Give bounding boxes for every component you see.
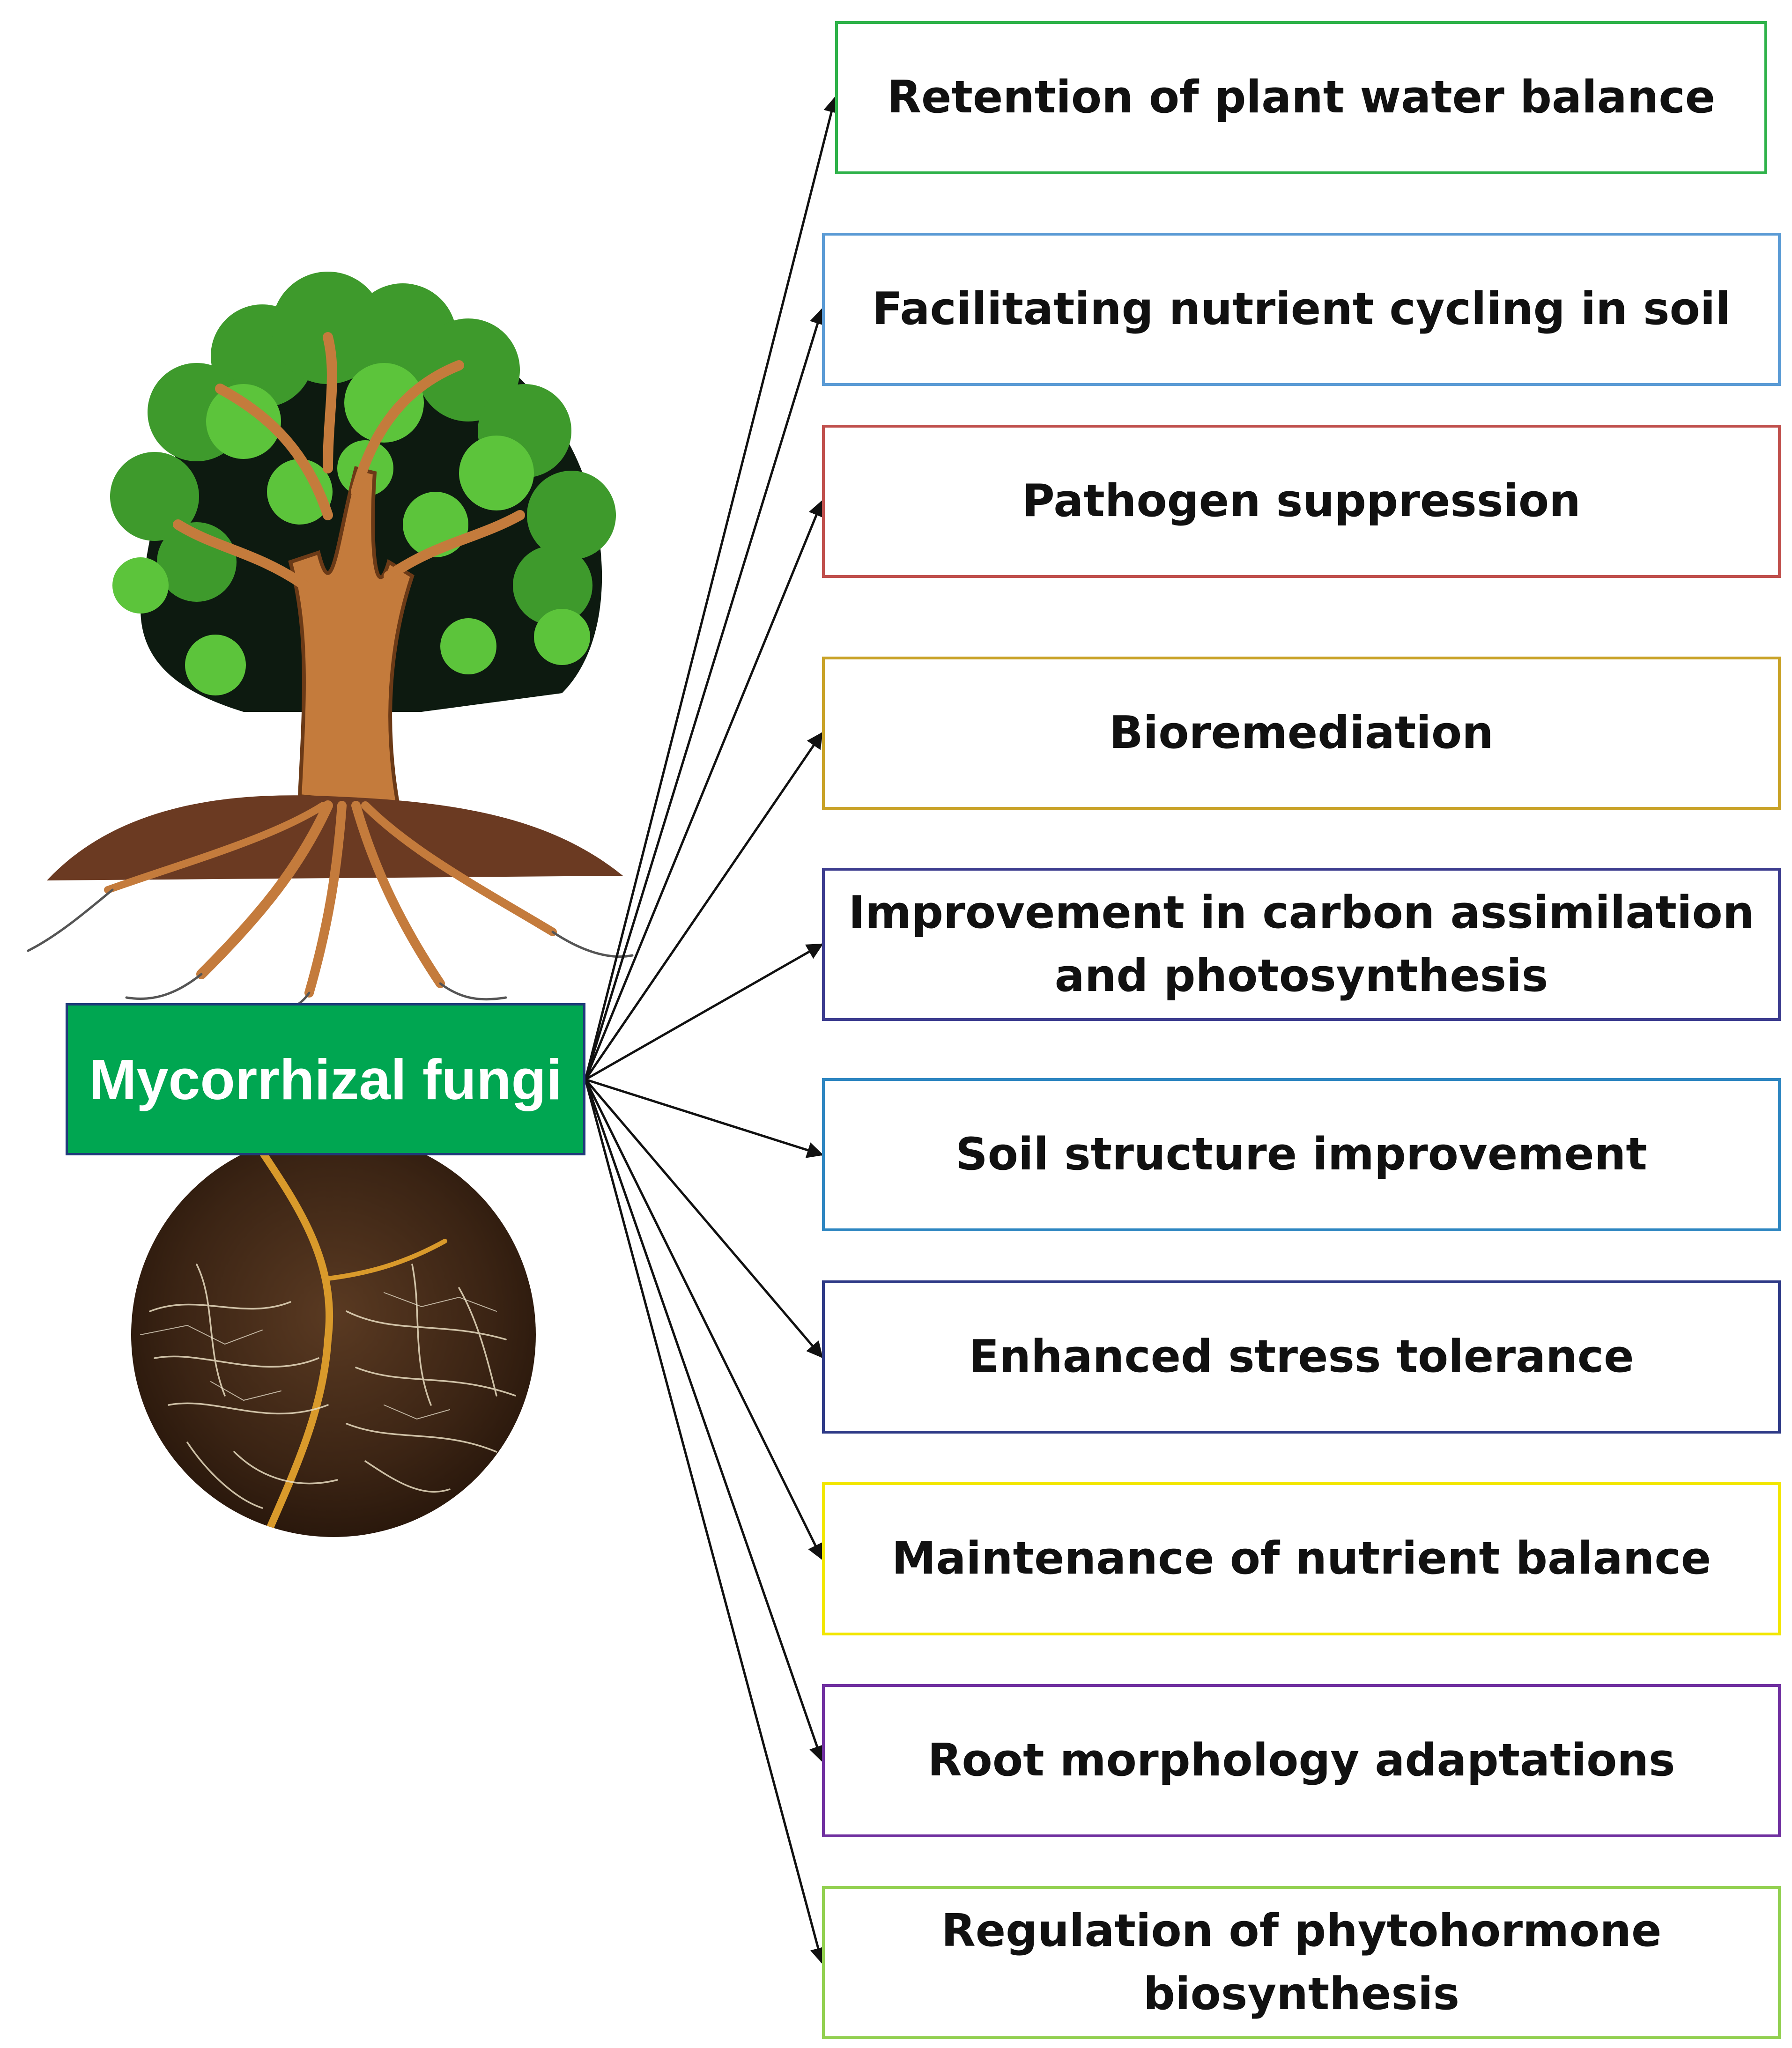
benefit-box-water-balance: Retention of plant water balance [835,21,1767,174]
arrow-2 [584,308,826,1080]
arrow-5 [585,943,824,1081]
benefit-label: Enhanced stress tolerance [969,1331,1634,1383]
arrow-8 [584,1079,823,1560]
arrow-3 [584,500,824,1080]
arrow-4 [584,732,823,1080]
benefit-label: Pathogen suppression [1022,475,1581,527]
benefit-box-pathogen-suppression: Pathogen suppression [822,425,1781,578]
arrow-7 [585,1079,823,1359]
benefit-label: Retention of plant water balance [887,72,1716,124]
benefit-box-nutrient-balance: Maintenance of nutrient balance [822,1482,1781,1635]
benefit-box-phytohormone: Regulation of phytohormone biosynthesis [822,1886,1781,2039]
benefit-box-soil-structure: Soil structure improvement [822,1078,1781,1231]
benefit-label: Soil structure improvement [955,1129,1647,1181]
benefit-label: Root morphology adaptations [927,1735,1675,1787]
benefit-box-stress-tolerance: Enhanced stress tolerance [822,1280,1781,1434]
benefit-box-root-morphology: Root morphology adaptations [822,1684,1781,1837]
benefit-label: Maintenance of nutrient balance [891,1533,1711,1585]
arrow-9 [584,1079,825,1762]
hyphae-micrograph [131,1132,536,1537]
tree-trunk [173,332,525,808]
benefit-box-nutrient-cycling: Facilitating nutrient cycling in soil [822,233,1781,386]
arrow-6 [585,1078,824,1158]
benefit-label: Bioremediation [1109,707,1494,759]
tree-illustration [27,272,634,1013]
arrow-1 [584,96,840,1080]
benefit-label: Regulation of phytohormone biosynthesis [941,1905,1662,2020]
mycorrhizal-fungi-box: Mycorrhizal fungi [66,1003,585,1155]
arrow-10 [584,1079,826,1964]
tree-roots [27,800,634,1013]
arrow-connectors [584,96,840,1964]
benefit-box-carbon-assimilation: Improvement in carbon assimilation and p… [822,868,1781,1021]
benefit-label: Improvement in carbon assimilation and p… [848,887,1755,1002]
benefit-label: Facilitating nutrient cycling in soil [872,283,1731,335]
benefit-box-bioremediation: Bioremediation [822,657,1781,810]
center-label: Mycorrhizal fungi [89,1047,562,1111]
